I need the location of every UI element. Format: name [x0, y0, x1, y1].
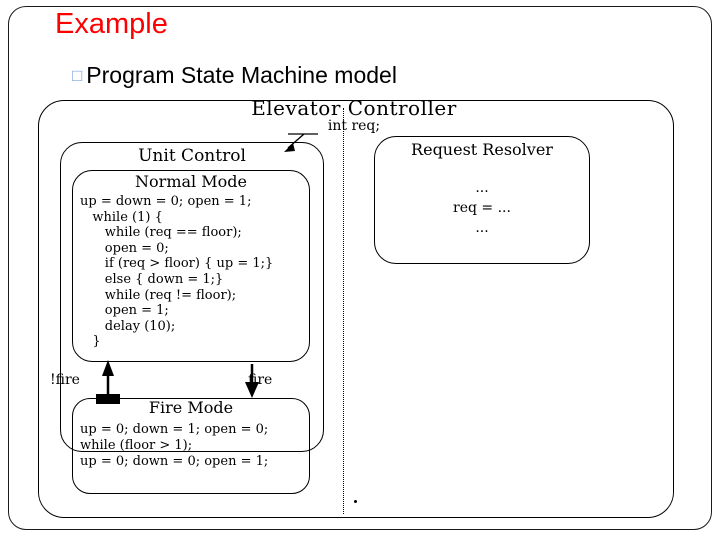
bullet-row: □ Program State Machine model: [72, 62, 397, 89]
elevator-controller-declaration: int req;: [327, 118, 381, 134]
fire-mode-code: up = 0; down = 1; open = 0; while (floor…: [80, 422, 269, 469]
unit-control-title: Unit Control: [138, 146, 246, 166]
fire-mode-title: Fire Mode: [148, 398, 234, 417]
square-bullet-icon: □: [72, 66, 83, 85]
slide-frame: [8, 6, 712, 530]
elevator-controller-title: Elevator Controller: [251, 96, 457, 120]
normal-mode-title: Normal Mode: [135, 172, 247, 191]
request-resolver-title: Request Resolver: [411, 140, 553, 159]
vertical-divider: [343, 108, 344, 514]
normal-mode-box: [72, 170, 310, 362]
page-title: Example: [55, 8, 168, 40]
transition-label-fire: fire: [248, 372, 273, 388]
transition-label-not-fire: !fire: [50, 372, 80, 388]
bullet-label: Program State Machine model: [86, 62, 397, 88]
program-state-machine-diagram: Elevator Controller int req; Unit Contro…: [36, 96, 684, 520]
normal-mode-code: up = down = 0; open = 1; while (1) { whi…: [80, 194, 274, 350]
elevator-controller-box: [38, 100, 674, 518]
request-resolver-code: ... req = ... ...: [453, 180, 511, 236]
diagram-dot: [354, 500, 357, 503]
unit-control-box: [60, 142, 324, 452]
request-resolver-box: [374, 136, 590, 264]
fire-mode-box: [72, 398, 310, 494]
